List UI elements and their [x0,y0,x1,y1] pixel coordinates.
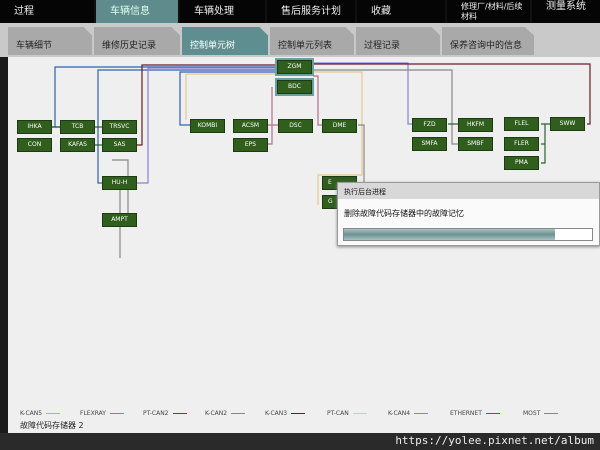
legend-label: K-CAN2 [205,410,228,417]
node-sww[interactable]: SWW [550,117,585,131]
legend-swatch [172,413,187,414]
legend-item: K-CAN4 [388,410,429,418]
menu-measurement[interactable]: 测量系统 [532,0,600,23]
node-eps[interactable]: EPS [233,138,268,152]
legend-label: K-CAN5 [20,410,43,417]
legend-item: MOST [523,410,559,418]
dialog-title: 执行后台进程 [338,183,599,199]
menu-vehicle-processing[interactable]: 车辆处理 [180,0,265,23]
legend-item: K-CAN2 [205,410,246,418]
node-pma[interactable]: PMA [504,156,539,170]
sub-tabs: 车辆细节 维修历史记录 控制单元树 控制单元列表 过程记录 保养咨询中的信息 [0,23,600,57]
legend-swatch [46,413,61,414]
fault-memory-count: 故障代码存储器 2 [20,421,84,430]
legend-label: PT-CAN2 [143,410,169,417]
node-smfa[interactable]: SMFA [412,137,447,151]
tab-control-unit-list[interactable]: 控制单元列表 [270,27,354,55]
legend-swatch [414,413,429,414]
legend-label: PT-CAN [327,410,349,417]
legend-item: PT-CAN2 [143,410,187,418]
legend-label: K-CAN4 [388,410,411,417]
node-hkfm[interactable]: HKFM [458,118,493,132]
background-process-dialog: 执行后台进程 删除故障代码存储器中的故障记忆 [337,182,600,246]
tab-process-log[interactable]: 过程记录 [356,27,440,55]
legend-label: MOST [523,410,541,417]
node-bdc[interactable]: BDC [275,78,314,96]
node-ampt[interactable]: AMPT [102,213,137,227]
legend-label: K-CAN3 [265,410,288,417]
menu-vehicle-info[interactable]: 车辆信息 [96,0,178,23]
watermark: https://yolee.pixnet.net/album [395,434,594,447]
node-dsc[interactable]: DSC [278,119,313,133]
menu-process[interactable]: 过程 [0,0,94,23]
node-trsvc[interactable]: TRSVC [102,120,137,134]
node-hu-h[interactable]: HU-H [102,176,137,190]
node-kombi[interactable]: KOMBI [190,119,225,133]
legend-swatch [109,413,124,414]
tab-control-unit-tree[interactable]: 控制单元树 [182,27,268,55]
menu-workshop[interactable]: 修理厂/材料/后续材料 [447,0,530,23]
legend-swatch [291,413,306,414]
node-tcb[interactable]: TCB [60,120,95,134]
node-sas[interactable]: SAS [102,138,137,152]
main-menu: 过程 车辆信息 车辆处理 售后服务计划 收藏 修理厂/材料/后续材料 测量系统 [0,0,600,23]
progress-bar [343,228,593,241]
tab-service-info[interactable]: 保养咨询中的信息 [442,27,534,55]
node-zgm[interactable]: ZGM [275,58,314,76]
legend-swatch [485,413,500,414]
legend-item: K-CAN3 [265,410,306,418]
legend-item: PT-CAN [327,410,367,418]
tab-vehicle-details[interactable]: 车辆细节 [8,27,92,55]
menu-favorites[interactable]: 收藏 [357,0,445,23]
node-dme[interactable]: DME [322,119,357,133]
node-acsm[interactable]: ACSM [233,119,268,133]
legend-swatch [352,413,367,414]
node-smbf[interactable]: SMBF [458,137,493,151]
node-kafas[interactable]: KAFAS [60,138,95,152]
menu-service-plan[interactable]: 售后服务计划 [267,0,355,23]
legend-swatch [231,413,246,414]
legend-label: FLEXRAY [80,410,106,417]
progress-fill [344,229,555,240]
legend-label: ETHERNET [450,410,482,417]
node-ihka[interactable]: IHKA [17,120,52,134]
node-fzd[interactable]: FZD [412,118,447,132]
legend-item: ETHERNET [450,410,500,418]
node-flel[interactable]: FLEL [504,117,539,131]
legend-item: FLEXRAY [80,410,124,418]
bottom-bar [0,433,600,450]
legend-swatch [544,413,559,414]
node-con[interactable]: CON [17,138,52,152]
dialog-message: 删除故障代码存储器中的故障记忆 [344,209,464,218]
node-fler[interactable]: FLER [504,137,539,151]
legend-item: K-CAN5 [20,410,61,418]
tab-repair-history[interactable]: 维修历史记录 [94,27,180,55]
